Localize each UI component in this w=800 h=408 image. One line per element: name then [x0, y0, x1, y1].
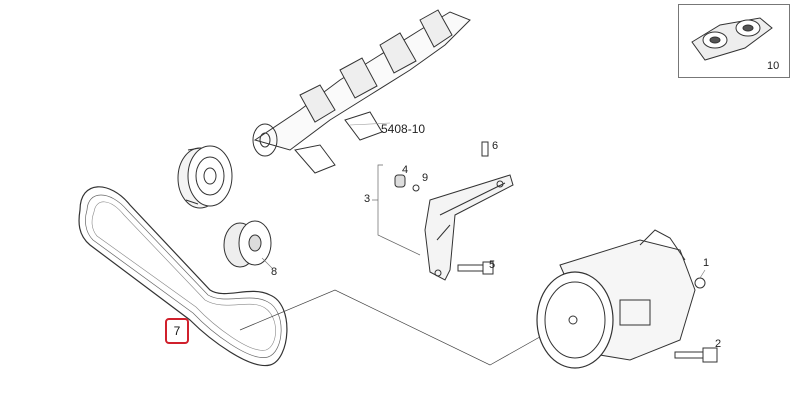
- label-5: 5: [489, 259, 496, 271]
- idler-pulley: [223, 220, 273, 269]
- ac-compressor: [536, 229, 718, 369]
- inset-mount-part: [691, 17, 773, 61]
- callout-label: 7: [173, 324, 181, 338]
- label-10: 10: [767, 60, 780, 72]
- crank-pulley: [177, 145, 233, 209]
- inset-frame: [678, 4, 790, 78]
- poly-v-belt: [78, 186, 288, 367]
- label-8: 8: [271, 266, 278, 278]
- label-9: 9: [422, 172, 429, 184]
- highlighted-callout-7[interactable]: 7: [165, 318, 189, 344]
- label-6: 6: [492, 140, 499, 152]
- label-4: 4: [402, 164, 409, 176]
- label-3: 3: [364, 193, 371, 205]
- label-2: 2: [715, 338, 722, 350]
- label-1: 1: [703, 257, 710, 269]
- label-5408-10: 5408-10: [381, 122, 426, 136]
- compressor-bracket: [372, 141, 514, 281]
- crankshaft: [252, 9, 471, 174]
